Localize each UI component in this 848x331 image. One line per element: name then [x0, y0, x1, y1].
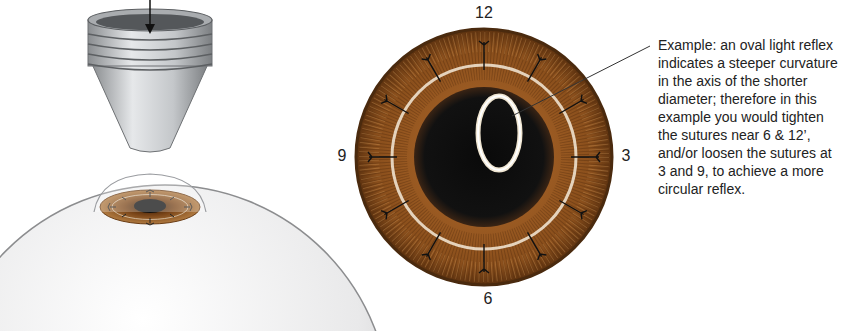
clock-number: 9	[338, 147, 347, 165]
clock-number: 12	[475, 4, 493, 22]
callout-note: Example: an oval light reflex indicates …	[658, 36, 842, 198]
clock-number: 6	[484, 290, 493, 308]
clock-number: 3	[622, 147, 631, 165]
